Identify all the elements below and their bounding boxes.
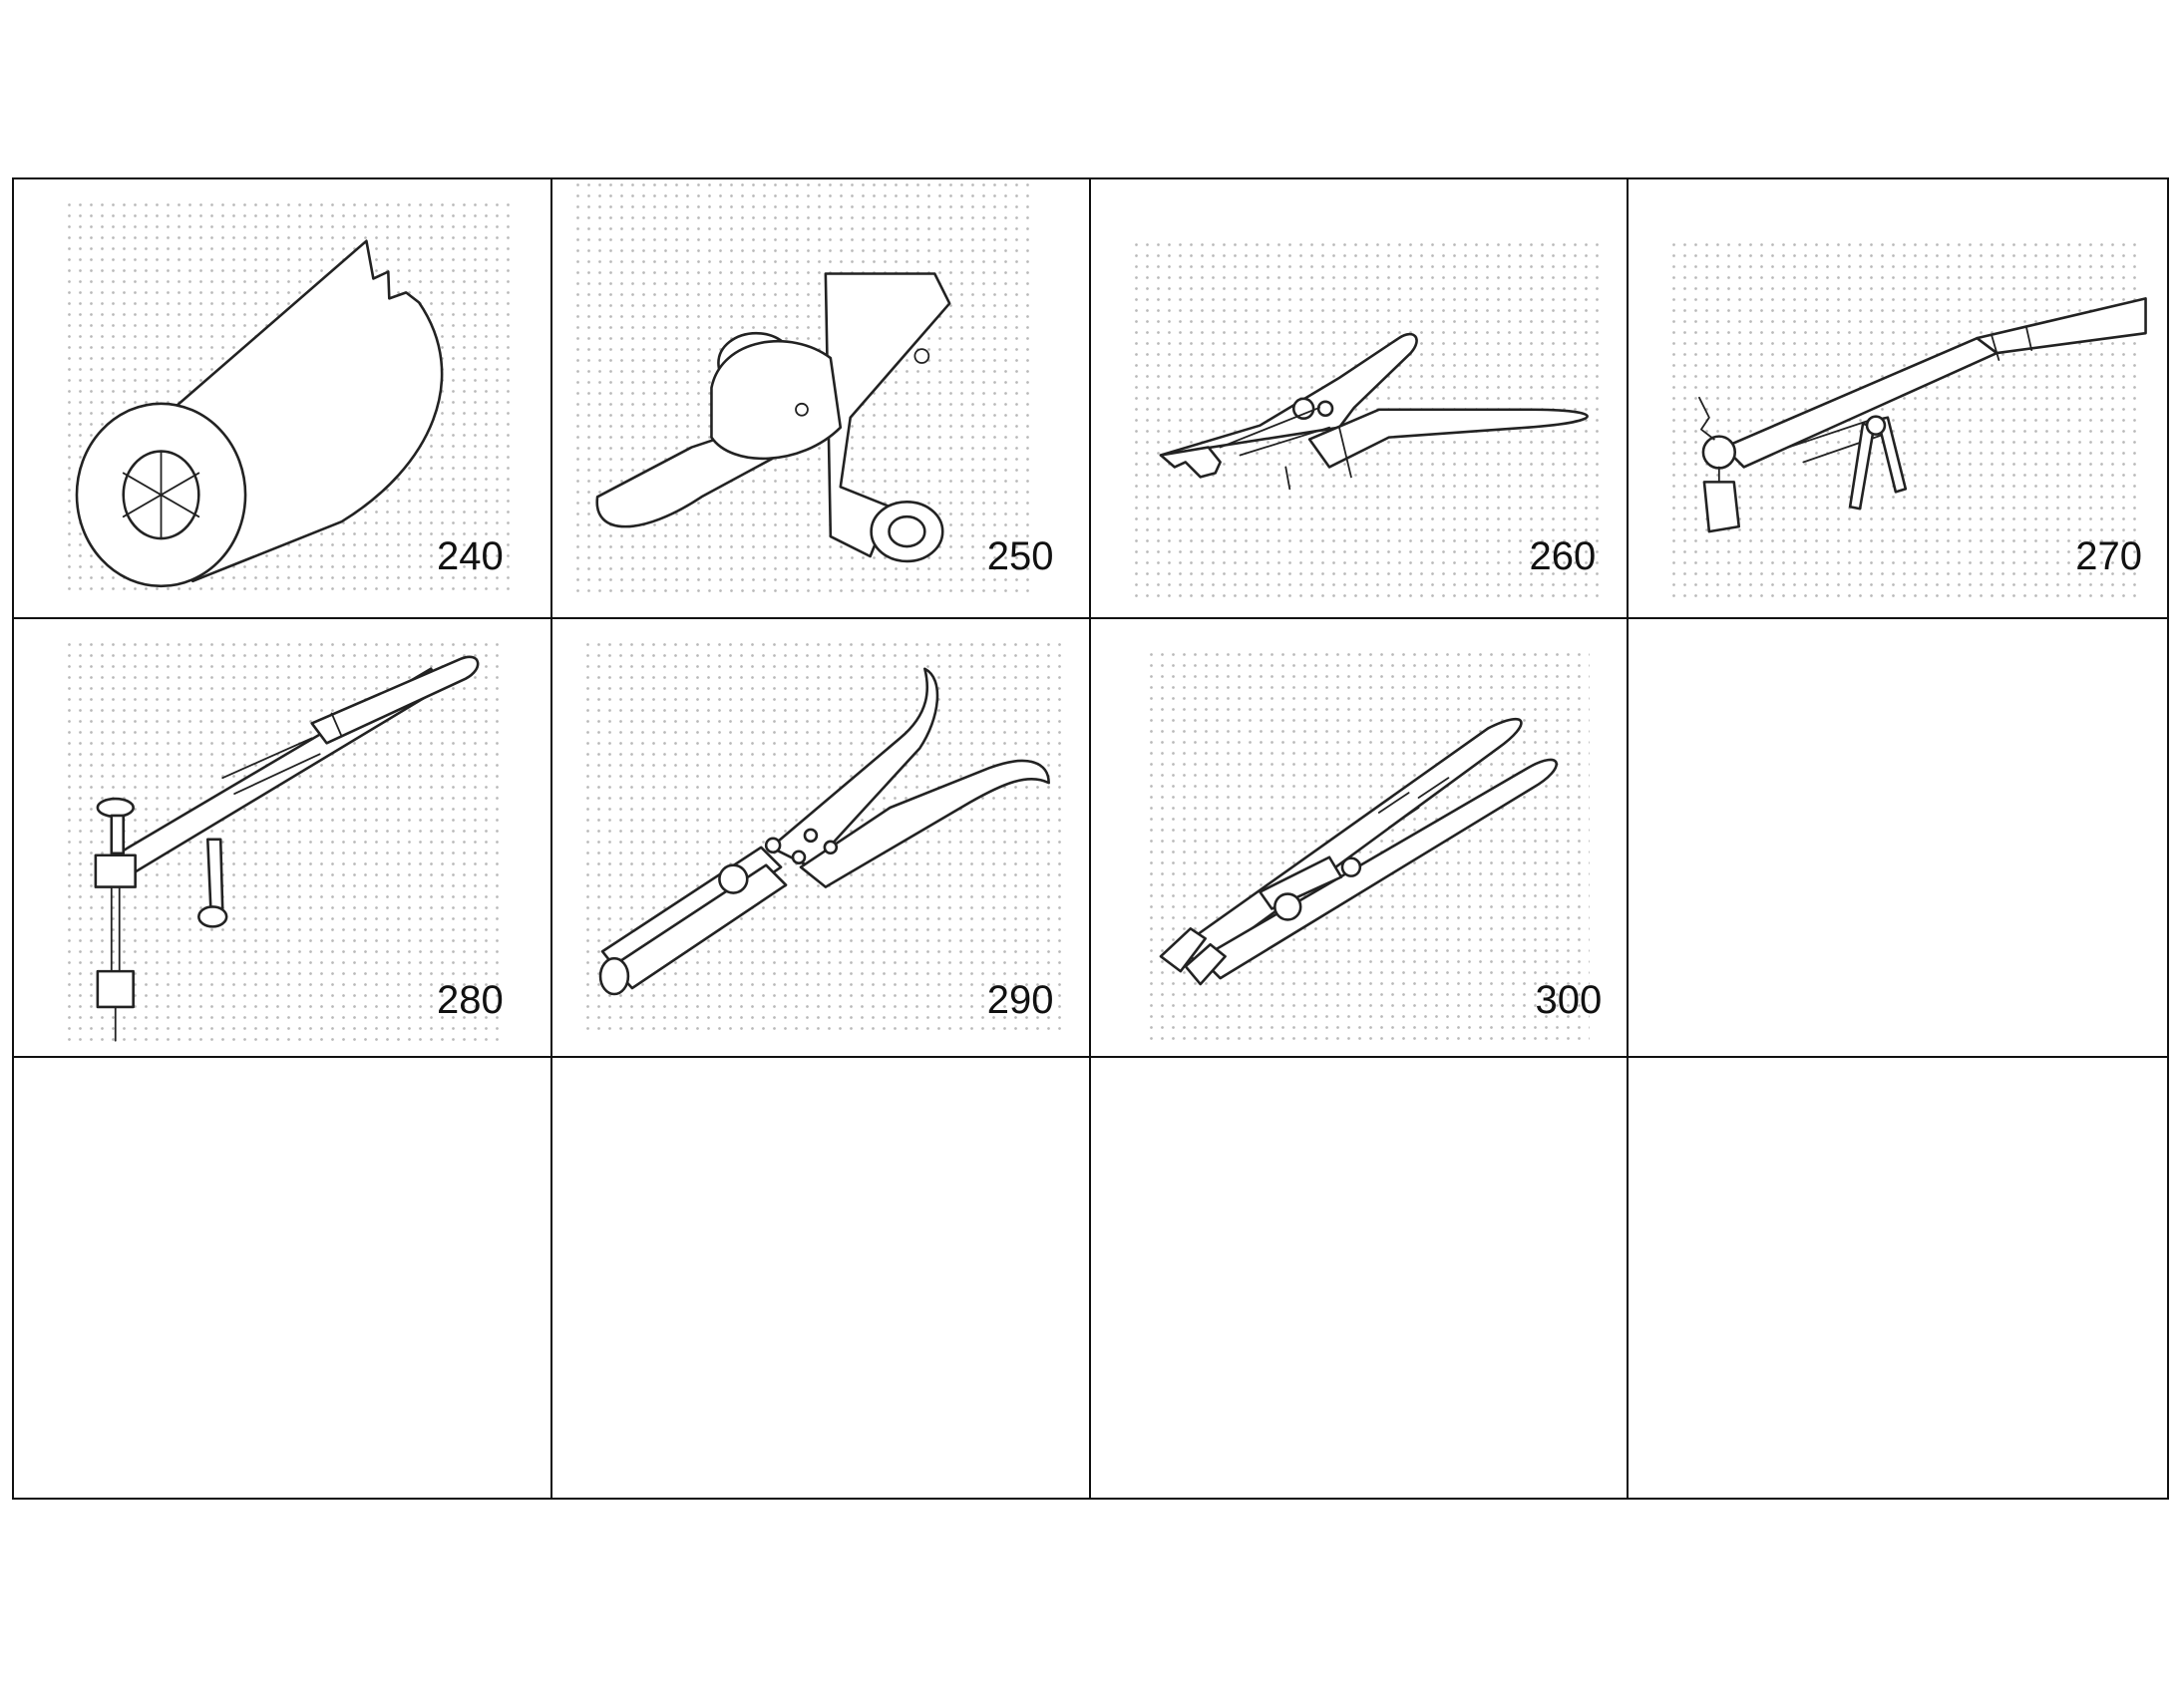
empty-cell [1091,1058,1630,1498]
tool-cell-290: 290 [551,618,1091,1059]
tool-number-label: 260 [1529,534,1597,578]
tool-cell-240: 240 [14,179,552,619]
empty-cell [1629,1058,2167,1498]
empty-cell [552,1058,1091,1498]
tool-cell-280: 280 [14,618,552,1059]
gauge-arm-icon [1698,297,2148,533]
tool-number-label: 290 [986,977,1054,1022]
tool-number-label: 280 [437,977,504,1022]
tool-number-label: 300 [1535,977,1603,1022]
tool-cell-250: 250 [551,179,1091,619]
tool-number-label: 240 [437,534,504,578]
tool-cell-300: 300 [1090,618,1630,1059]
tool-cell-270: 270 [1629,179,2167,619]
tool-figure-grid: 240 250 260 [12,177,2169,1500]
empty-cell [14,1058,552,1498]
gauge-arm-icon [94,655,480,1042]
long-pliers-icon [1159,717,1558,986]
pliers-icon [1159,332,1589,491]
tool-number-label: 250 [986,534,1054,578]
socket-wrench-icon [75,239,444,588]
tool-number-label: 270 [2075,534,2142,578]
tool-cell-260: 260 [1090,179,1630,619]
clamp-jig-icon [595,272,951,563]
empty-cell [1629,619,2167,1059]
ring-pliers-icon [598,667,1050,995]
